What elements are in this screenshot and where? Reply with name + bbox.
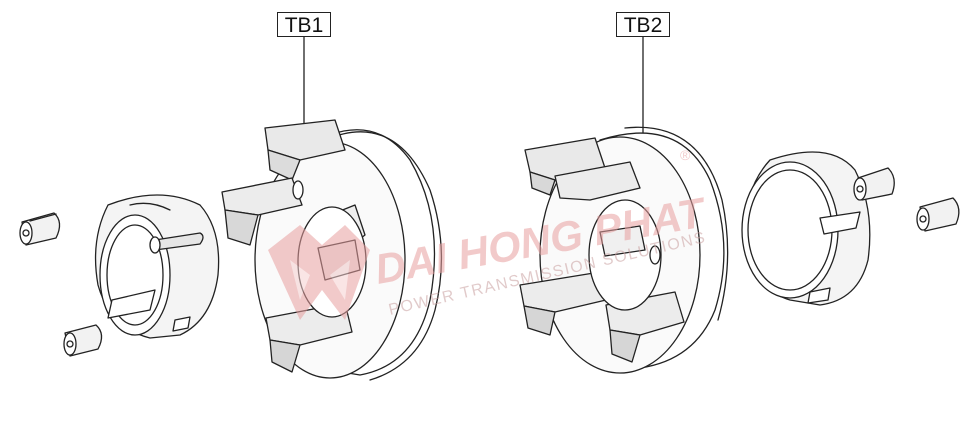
set-screw-right-top [853, 167, 895, 201]
watermark-logo [268, 225, 370, 320]
set-screw-left-bottom [63, 324, 103, 357]
jaw-coupling-hub-tb2 [519, 126, 729, 374]
set-screw-left-top [19, 212, 61, 246]
taper-bush-tb1 [94, 194, 220, 339]
label-tb1: TB1 [277, 12, 331, 37]
taper-bush-tb2 [741, 151, 871, 306]
label-tb2: TB2 [616, 12, 670, 37]
watermark-registered-mark: ® [680, 147, 691, 163]
jaw-coupling-hub-tb1 [221, 119, 443, 381]
set-screw-right-bottom [916, 197, 960, 232]
